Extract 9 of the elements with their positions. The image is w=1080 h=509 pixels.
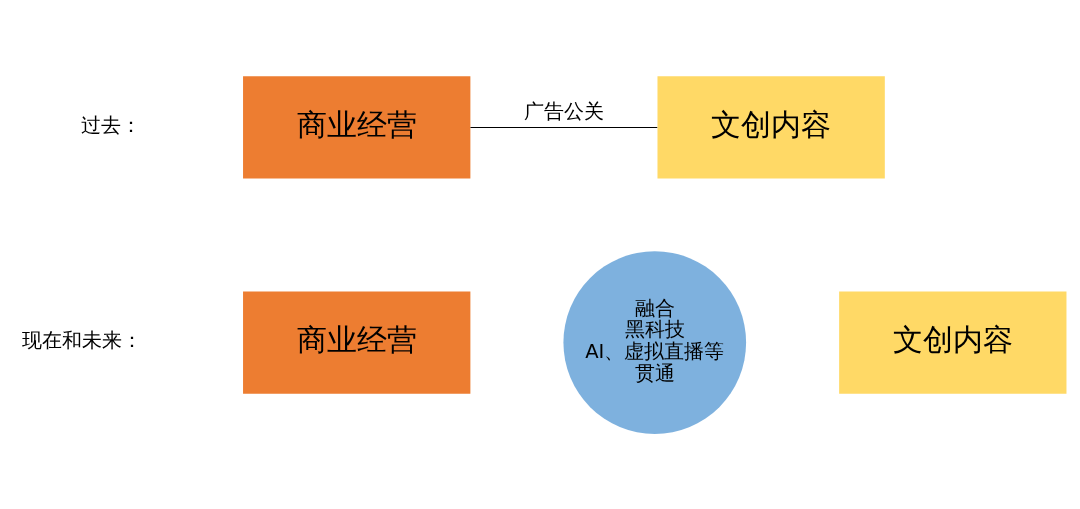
node-box: 商业经营	[243, 290, 471, 394]
connector	[469, 126, 658, 128]
edge-label: 广告公关	[523, 99, 604, 123]
label: 过去：	[80, 113, 141, 137]
node-box: 商业经营	[243, 75, 471, 179]
node-box: 文创内容	[657, 75, 885, 179]
node-circle: 融合 黑科技 AI、虚拟直播等 贯通	[563, 250, 747, 434]
node-box: 文创内容	[839, 290, 1067, 394]
label: 现在和未来：	[21, 328, 142, 352]
